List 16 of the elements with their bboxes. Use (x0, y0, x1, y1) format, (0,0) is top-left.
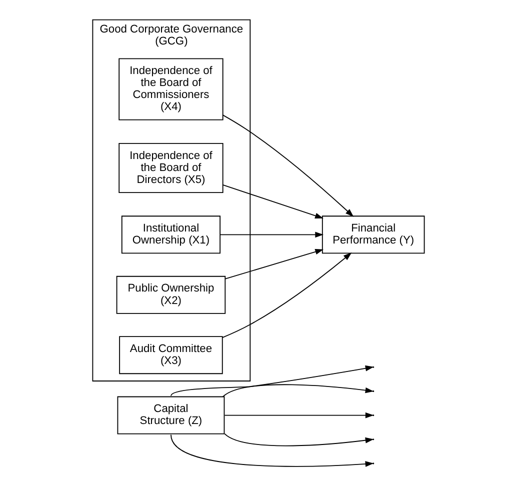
arrow (222, 184, 324, 219)
arrow (170, 434, 374, 467)
node-box: Audit Committee (X3) (119, 336, 223, 374)
arrow (222, 252, 352, 338)
arrow (220, 232, 324, 238)
node-box: Institutional Ownership (X1) (121, 216, 221, 254)
arrow (224, 248, 324, 280)
node-box: Independence of the Board of Directors (X5) (118, 142, 224, 193)
node-box: Financial Performance (Y) (322, 216, 425, 254)
node-box: Independence of the Board of Commissioners (X4) (118, 58, 224, 120)
node-box: Public Ownership (X2) (116, 276, 226, 314)
arrow (224, 412, 374, 418)
arrow (222, 114, 354, 217)
arrow (224, 433, 374, 446)
node-box: Capital Structure (Z) (117, 396, 225, 434)
arrow (222, 384, 374, 398)
